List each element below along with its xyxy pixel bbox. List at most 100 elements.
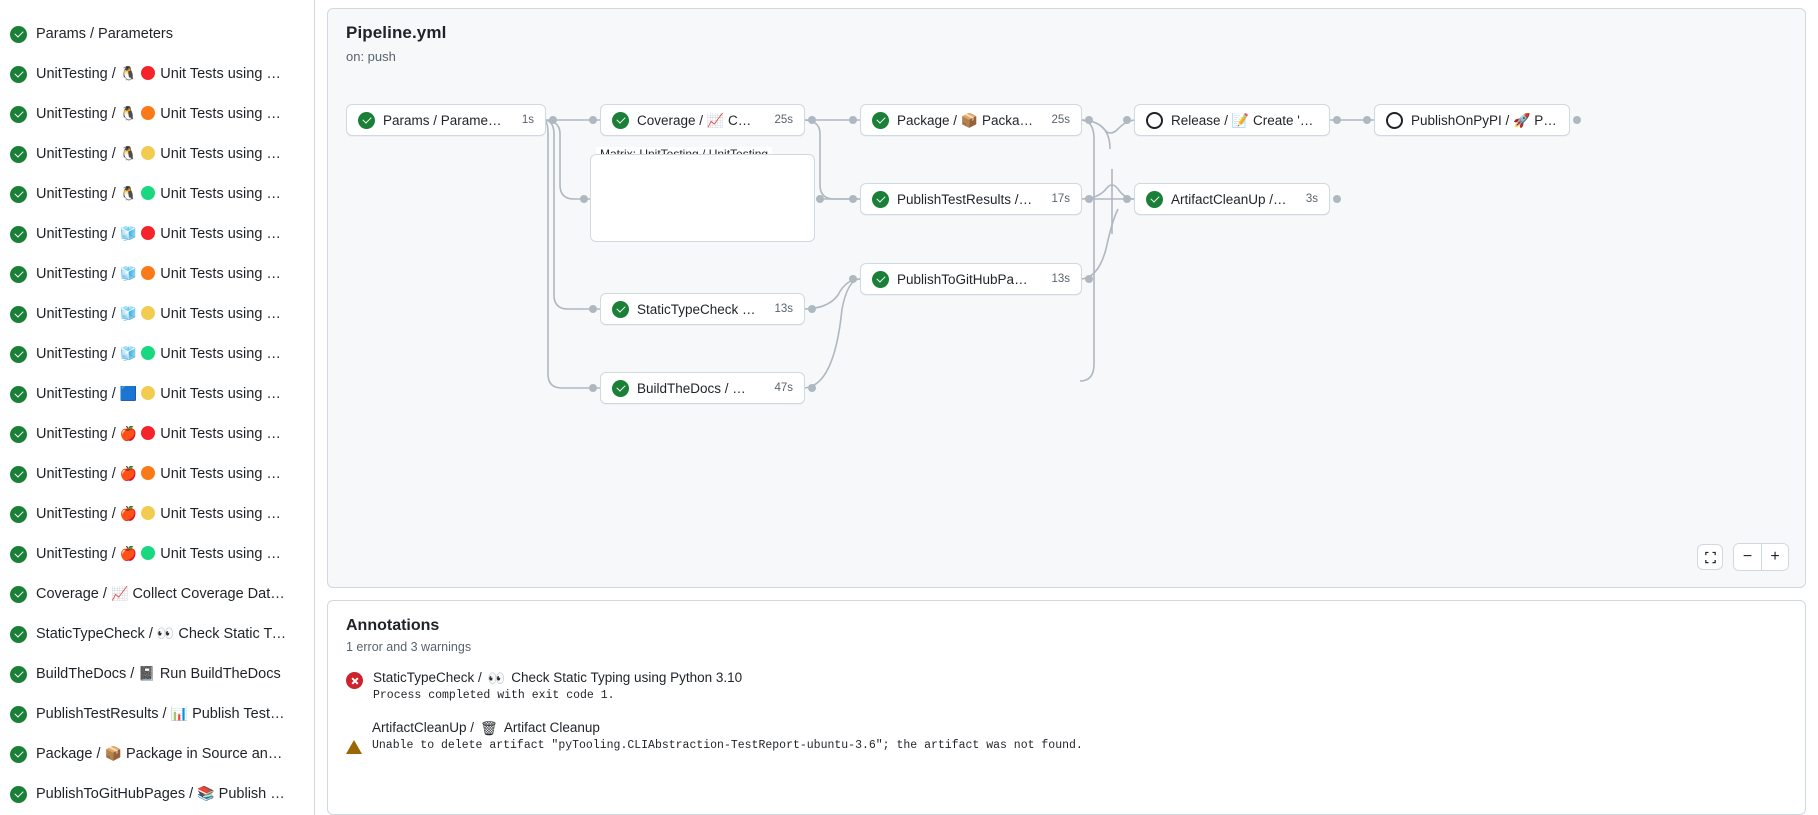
platform-icon: 📊: [170, 706, 189, 721]
sidebar-job-item[interactable]: UnitTesting / 🍎 Unit Tests using Pyth…: [0, 534, 314, 574]
annotation-job-name[interactable]: ArtifactCleanUp / 🗑 Artifact Cleanup: [372, 719, 600, 736]
sidebar-job-label: PublishTestResults / 📊 Publish Test Resu…: [36, 706, 288, 722]
success-icon: [10, 545, 27, 563]
zoom-out-button[interactable]: −: [1734, 544, 1761, 570]
sidebar-job-item[interactable]: UnitTesting / 🍎 Unit Tests using Pyth…: [0, 414, 314, 454]
sidebar-job-item[interactable]: UnitTesting / 🐧 Unit Tests using Pyth…: [0, 54, 314, 94]
graph-node-builddocs[interactable]: BuildTheDocs / 📓 Run Buil…47s: [600, 372, 805, 404]
job-emoji-icon: 📓: [732, 380, 750, 396]
annotation-job-name[interactable]: StaticTypeCheck / 👀 Check Static Typing …: [373, 669, 743, 686]
job-emoji-icon: 📈: [706, 112, 725, 128]
fit-to-screen-button[interactable]: [1697, 544, 1723, 570]
sidebar-job-item[interactable]: Params / Parameters: [0, 14, 314, 54]
sidebar-job-item[interactable]: UnitTesting / 🧊 Unit Tests using Pyth…: [0, 214, 314, 254]
python-version-dot-icon: [141, 346, 156, 361]
sidebar-job-label: BuildTheDocs / 📓 Run BuildTheDocs: [36, 666, 281, 682]
graph-node-label: Params / Parameters: [383, 112, 504, 128]
python-version-dot-icon: [141, 266, 156, 281]
platform-icon: 🍎: [119, 545, 138, 561]
graph-node-typecheck[interactable]: StaticTypeCheck / 👀 Chec…13s: [600, 293, 805, 325]
node-port: [549, 116, 557, 124]
sidebar-job-label: Coverage / 📈 Collect Coverage Data usi…: [36, 586, 288, 602]
sidebar-job-label: UnitTesting / 🧊 Unit Tests using Pyth…: [36, 265, 288, 282]
graph-node-duration: 13s: [774, 303, 793, 315]
node-port: [1085, 116, 1093, 124]
success-icon: [10, 745, 27, 763]
job-emoji-icon: 🚀: [1513, 112, 1531, 128]
platform-icon: 🧊: [119, 345, 138, 361]
sidebar-job-item[interactable]: UnitTesting / 🐧 Unit Tests using Pyth…: [0, 174, 314, 214]
annotations-summary: 1 error and 3 warnings: [346, 640, 472, 654]
sidebar-job-item[interactable]: Package / 📦 Package in Source and Wh…: [0, 734, 314, 774]
graph-node-testresults[interactable]: PublishTestResults / 📊 Pu…17s: [860, 183, 1082, 215]
success-icon: [10, 585, 27, 603]
platform-icon: 🐧: [119, 145, 138, 161]
sidebar-job-item[interactable]: UnitTesting / 🧊 Unit Tests using Pyth…: [0, 294, 314, 334]
graph-node-coverage[interactable]: Coverage / 📈 Collect Cove…25s: [600, 104, 805, 136]
sidebar-job-item[interactable]: StaticTypeCheck / 👀 Check Static Typing…: [0, 614, 314, 654]
success-icon: [872, 270, 889, 288]
platform-icon: 🐧: [119, 185, 138, 201]
success-icon: [10, 305, 27, 323]
graph-node-label: PublishToGitHubPages / 📚 …: [897, 271, 1034, 287]
sidebar-job-label: Params / Parameters: [36, 26, 173, 42]
platform-icon: 👀: [156, 626, 175, 641]
annotation-item: StaticTypeCheck / 👀 Check Static Typing …: [346, 670, 1787, 702]
python-version-dot-icon: [141, 66, 156, 81]
success-icon: [10, 385, 27, 403]
success-icon: [612, 379, 629, 397]
sidebar-job-label: StaticTypeCheck / 👀 Check Static Typing…: [36, 626, 288, 642]
fullscreen-icon: [1704, 551, 1716, 563]
python-version-dot-icon: [141, 426, 156, 441]
sidebar-job-item[interactable]: Coverage / 📈 Collect Coverage Data usi…: [0, 574, 314, 614]
annotation-message: Unable to delete artifact "pyTooling.CLI…: [372, 739, 1083, 752]
graph-node-label: PublishOnPyPI / 🚀 Publish to …: [1411, 112, 1558, 128]
sidebar-job-item[interactable]: UnitTesting / 🐧 Unit Tests using Pyth…: [0, 94, 314, 134]
pending-icon: [1146, 111, 1163, 129]
sidebar-job-item[interactable]: UnitTesting / 🟦 Unit Tests using Pyth…: [0, 374, 314, 414]
platform-icon: 🍎: [119, 505, 138, 521]
graph-node-duration: 13s: [1051, 273, 1070, 285]
sidebar-job-item[interactable]: UnitTesting / 🧊 Unit Tests using Pyth…: [0, 334, 314, 374]
graph-node-release[interactable]: Release / 📝 Create 'Release P…: [1134, 104, 1330, 136]
python-version-dot-icon: [141, 546, 156, 561]
node-port: [849, 116, 857, 124]
node-port: [589, 116, 597, 124]
sidebar-job-label: UnitTesting / 🍎 Unit Tests using Pyth…: [36, 465, 288, 482]
success-icon: [10, 705, 27, 723]
node-port: [1363, 116, 1371, 124]
zoom-in-button[interactable]: +: [1761, 544, 1788, 570]
job-emoji-icon: 🗑: [1277, 192, 1288, 207]
node-port: [1085, 275, 1093, 283]
sidebar-job-item[interactable]: BuildTheDocs / 📓 Run BuildTheDocs: [0, 654, 314, 694]
sidebar-job-label: UnitTesting / 🐧 Unit Tests using Pyth…: [36, 105, 288, 122]
python-version-dot-icon: [141, 146, 156, 161]
node-port: [808, 116, 816, 124]
sidebar-job-item[interactable]: PublishToGitHubPages / 📚 Publish to G…: [0, 774, 314, 814]
graph-node-package[interactable]: Package / 📦 Package in So…25s: [860, 104, 1082, 136]
graph-node-cleanup[interactable]: ArtifactCleanUp / 🗑 Artifac…3s: [1134, 183, 1330, 215]
zoom-controls: − +: [1697, 543, 1789, 571]
sidebar-job-item[interactable]: UnitTesting / 🍎 Unit Tests using Pyth…: [0, 454, 314, 494]
sidebar-job-item[interactable]: UnitTesting / 🧊 Unit Tests using Pyth…: [0, 254, 314, 294]
graph-canvas[interactable]: Matrix: UnitTesting / UnitTesting 13 job…: [328, 9, 1805, 587]
sidebar-job-label: UnitTesting / 🐧 Unit Tests using Pyth…: [36, 145, 288, 162]
sidebar-job-item[interactable]: PublishTestResults / 📊 Publish Test Resu…: [0, 694, 314, 734]
node-port: [808, 305, 816, 313]
annotations-list: StaticTypeCheck / 👀 Check Static Typing …: [346, 670, 1787, 754]
graph-node-pypi[interactable]: PublishOnPyPI / 🚀 Publish to …: [1374, 104, 1570, 136]
sidebar-job-label: Package / 📦 Package in Source and Wh…: [36, 746, 288, 762]
workflow-graph-card: Pipeline.yml on: push: [327, 8, 1806, 588]
graph-node-duration: 25s: [774, 114, 793, 126]
python-version-dot-icon: [141, 506, 156, 521]
annotation-message: Process completed with exit code 1.: [373, 689, 615, 702]
graph-node-ghpages[interactable]: PublishToGitHubPages / 📚 … 13s: [860, 263, 1082, 295]
python-version-dot-icon: [141, 106, 156, 121]
sidebar-job-item[interactable]: UnitTesting / 🐧 Unit Tests using Pyth…: [0, 134, 314, 174]
sidebar-job-label: UnitTesting / 🧊 Unit Tests using Pyth…: [36, 225, 288, 242]
sidebar-job-label: UnitTesting / 🍎 Unit Tests using Pyth…: [36, 545, 288, 562]
platform-icon: 📦: [104, 746, 122, 761]
sidebar-job-item[interactable]: UnitTesting / 🍎 Unit Tests using Pyth…: [0, 494, 314, 534]
